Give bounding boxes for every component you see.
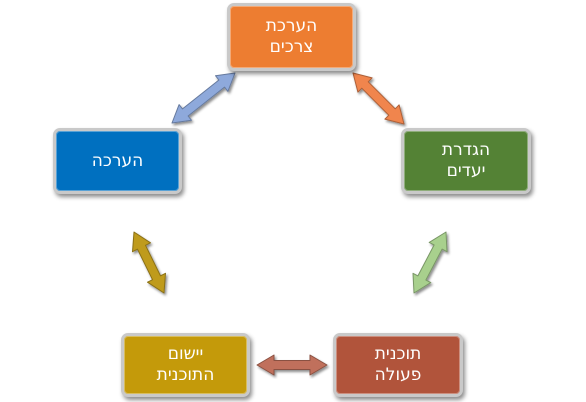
node-action-plan: תוכנית פעולה bbox=[333, 333, 463, 397]
node-goal-definition-line-2: יעדים bbox=[446, 161, 486, 181]
arrows-layer bbox=[132, 72, 448, 376]
node-needs-assessment-line-1: הערכת bbox=[265, 16, 318, 36]
node-action-plan-line-2: פעולה bbox=[374, 365, 422, 385]
node-plan-implementation-line-1: יישום bbox=[167, 344, 204, 364]
node-needs-assessment-line-2: צרכים bbox=[269, 37, 314, 57]
node-plan-implementation-line-2: התוכנית bbox=[156, 365, 215, 385]
node-evaluation-line-1: הערכה bbox=[91, 150, 144, 171]
arrow-plan-impl bbox=[256, 354, 328, 376]
arrow-needs-goals bbox=[352, 72, 405, 125]
node-needs-assessment: הערכת צרכים bbox=[227, 3, 356, 71]
node-evaluation: הערכה bbox=[53, 128, 182, 194]
node-action-plan-line-1: תוכנית bbox=[374, 344, 422, 364]
node-plan-implementation: יישום התוכנית bbox=[121, 333, 250, 397]
node-goal-definition: הגדרת יעדים bbox=[401, 128, 531, 194]
arrow-goals-plan bbox=[412, 231, 448, 294]
arrow-impl-eval bbox=[132, 231, 166, 294]
node-goal-definition-line-1: הגדרת bbox=[441, 140, 491, 160]
arrow-eval-needs bbox=[171, 72, 236, 124]
